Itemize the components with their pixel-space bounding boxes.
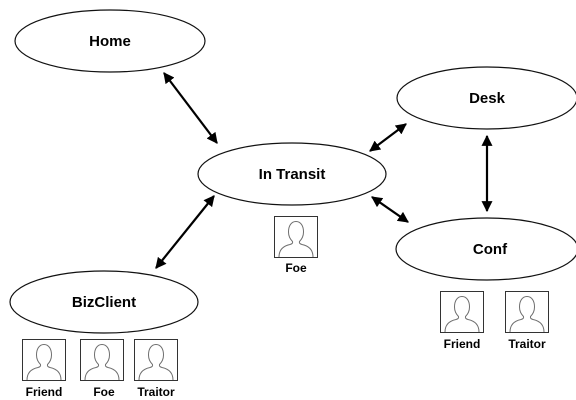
- edges: [155, 72, 493, 269]
- person-silhouette-icon: [505, 291, 549, 333]
- person-foe-bizclient: Foe: [80, 339, 124, 399]
- node-in-transit: In Transit: [197, 142, 387, 206]
- person-label: Foe: [285, 261, 307, 275]
- people-in-transit: Foe: [274, 216, 318, 275]
- person-silhouette-icon: [80, 339, 124, 381]
- edge-home-transit: [163, 72, 218, 144]
- node-home: Home: [14, 9, 206, 73]
- node-desk: Desk: [396, 66, 576, 130]
- node-home-label: Home: [89, 33, 131, 50]
- node-home-shape: [14, 9, 206, 73]
- node-in-transit-label: In Transit: [259, 166, 326, 183]
- edge-conf-transit: [371, 196, 409, 223]
- person-friend-conf: Friend: [440, 291, 484, 351]
- person-silhouette-icon: [440, 291, 484, 333]
- node-bizclient-shape: [9, 270, 199, 334]
- person-foe-transit: Foe: [274, 216, 318, 275]
- node-bizclient: BizClient: [9, 270, 199, 334]
- edge-bizclient-transit: [155, 195, 215, 269]
- person-friend-bizclient: Friend: [22, 339, 66, 399]
- node-desk-label: Desk: [469, 90, 506, 107]
- person-label: Traitor: [508, 337, 546, 351]
- person-label: Friend: [444, 337, 481, 351]
- node-conf: Conf: [395, 217, 576, 281]
- node-bizclient-label: BizClient: [72, 294, 136, 311]
- person-silhouette-icon: [134, 339, 178, 381]
- person-silhouette-icon: [274, 216, 318, 258]
- person-traitor-conf: Traitor: [505, 291, 549, 351]
- person-label: Foe: [93, 385, 115, 399]
- people-conf: Friend Traitor: [440, 291, 549, 351]
- people-bizclient: Friend Foe Traitor: [22, 339, 178, 399]
- node-desk-shape: [396, 66, 576, 130]
- person-label: Friend: [26, 385, 63, 399]
- node-conf-shape: [395, 217, 576, 281]
- person-traitor-bizclient: Traitor: [134, 339, 178, 399]
- person-label: Traitor: [137, 385, 175, 399]
- person-silhouette-icon: [22, 339, 66, 381]
- node-conf-label: Conf: [473, 241, 508, 258]
- node-in-transit-shape: [197, 142, 387, 206]
- edge-desk-transit: [369, 123, 407, 152]
